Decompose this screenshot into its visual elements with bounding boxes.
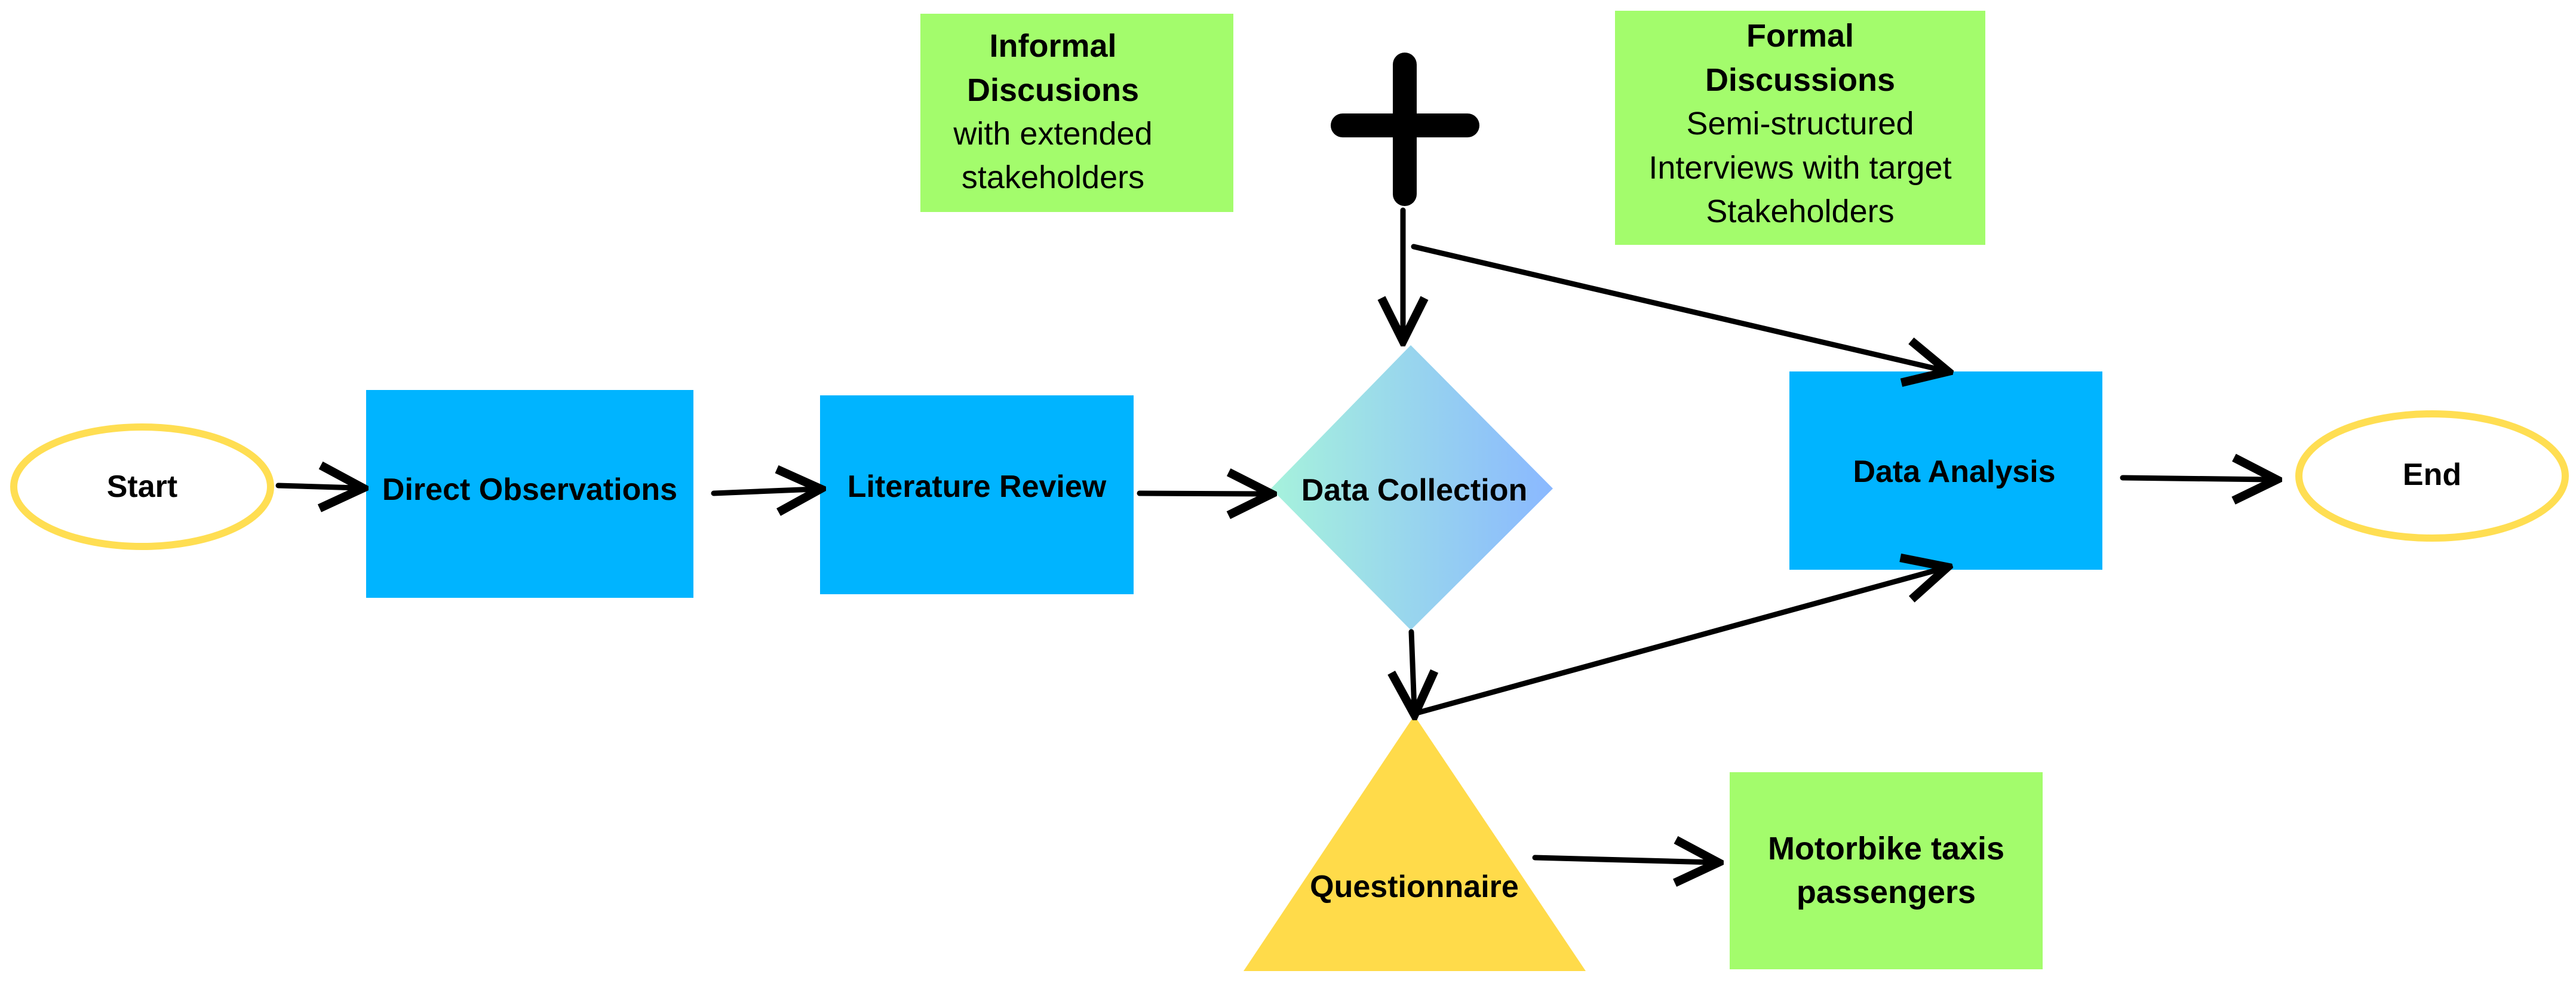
passengers-note	[1730, 772, 2043, 969]
formal-note-body: Semi-structured Interviews with target S…	[1648, 106, 1952, 230]
arrow-questionnaire-to-analysis	[1411, 569, 1942, 717]
informal-discussions-note	[920, 14, 1233, 212]
passengers-note-title: Motorbike taxis passengers	[1767, 830, 2005, 910]
formal-discussions-note	[1615, 11, 1985, 245]
literature-review-box	[820, 395, 1134, 594]
data-collection-diamond	[1271, 345, 1553, 630]
arrow-start-to-observations	[275, 486, 358, 488]
arrow-questionnaire-to-passengers	[1532, 858, 1713, 862]
plus-icon	[1331, 53, 1479, 206]
informal-note-text: Informal Discusions with extended stakeh…	[920, 17, 1186, 208]
passengers-note-text: Motorbike taxis passengers	[1730, 772, 2043, 969]
arrow-plus-to-analysis	[1411, 244, 1943, 370]
data-analysis-label: Data Analysis	[1853, 454, 2056, 489]
start-node-shape	[10, 423, 274, 550]
arrow-analysis-to-end	[2120, 478, 2271, 480]
informal-note-body: with extended stakeholders	[953, 116, 1153, 196]
questionnaire-triangle	[1244, 715, 1586, 971]
literature-review-label: Literature Review	[847, 469, 1107, 504]
direct-observations-label: Direct Observations	[382, 472, 678, 507]
formal-note-text: Formal Discussions Semi-structured Inter…	[1615, 5, 1985, 244]
start-label: Start	[106, 469, 178, 504]
data-collection-label: Data Collection	[1301, 472, 1528, 508]
arrow-observations-to-review	[711, 489, 815, 493]
data-analysis-box	[1789, 371, 2102, 570]
questionnaire-label: Questionnaire	[1310, 869, 1519, 904]
end-label: End	[2402, 457, 2462, 492]
informal-note-title: Informal Discusions	[966, 28, 1140, 108]
formal-note-title: Formal Discussions	[1705, 18, 1896, 98]
arrow-collection-to-questionnaire	[1411, 629, 1414, 709]
arrow-review-to-collection	[1137, 493, 1266, 494]
direct-observations-box	[366, 390, 693, 598]
end-node-shape	[2295, 410, 2569, 542]
